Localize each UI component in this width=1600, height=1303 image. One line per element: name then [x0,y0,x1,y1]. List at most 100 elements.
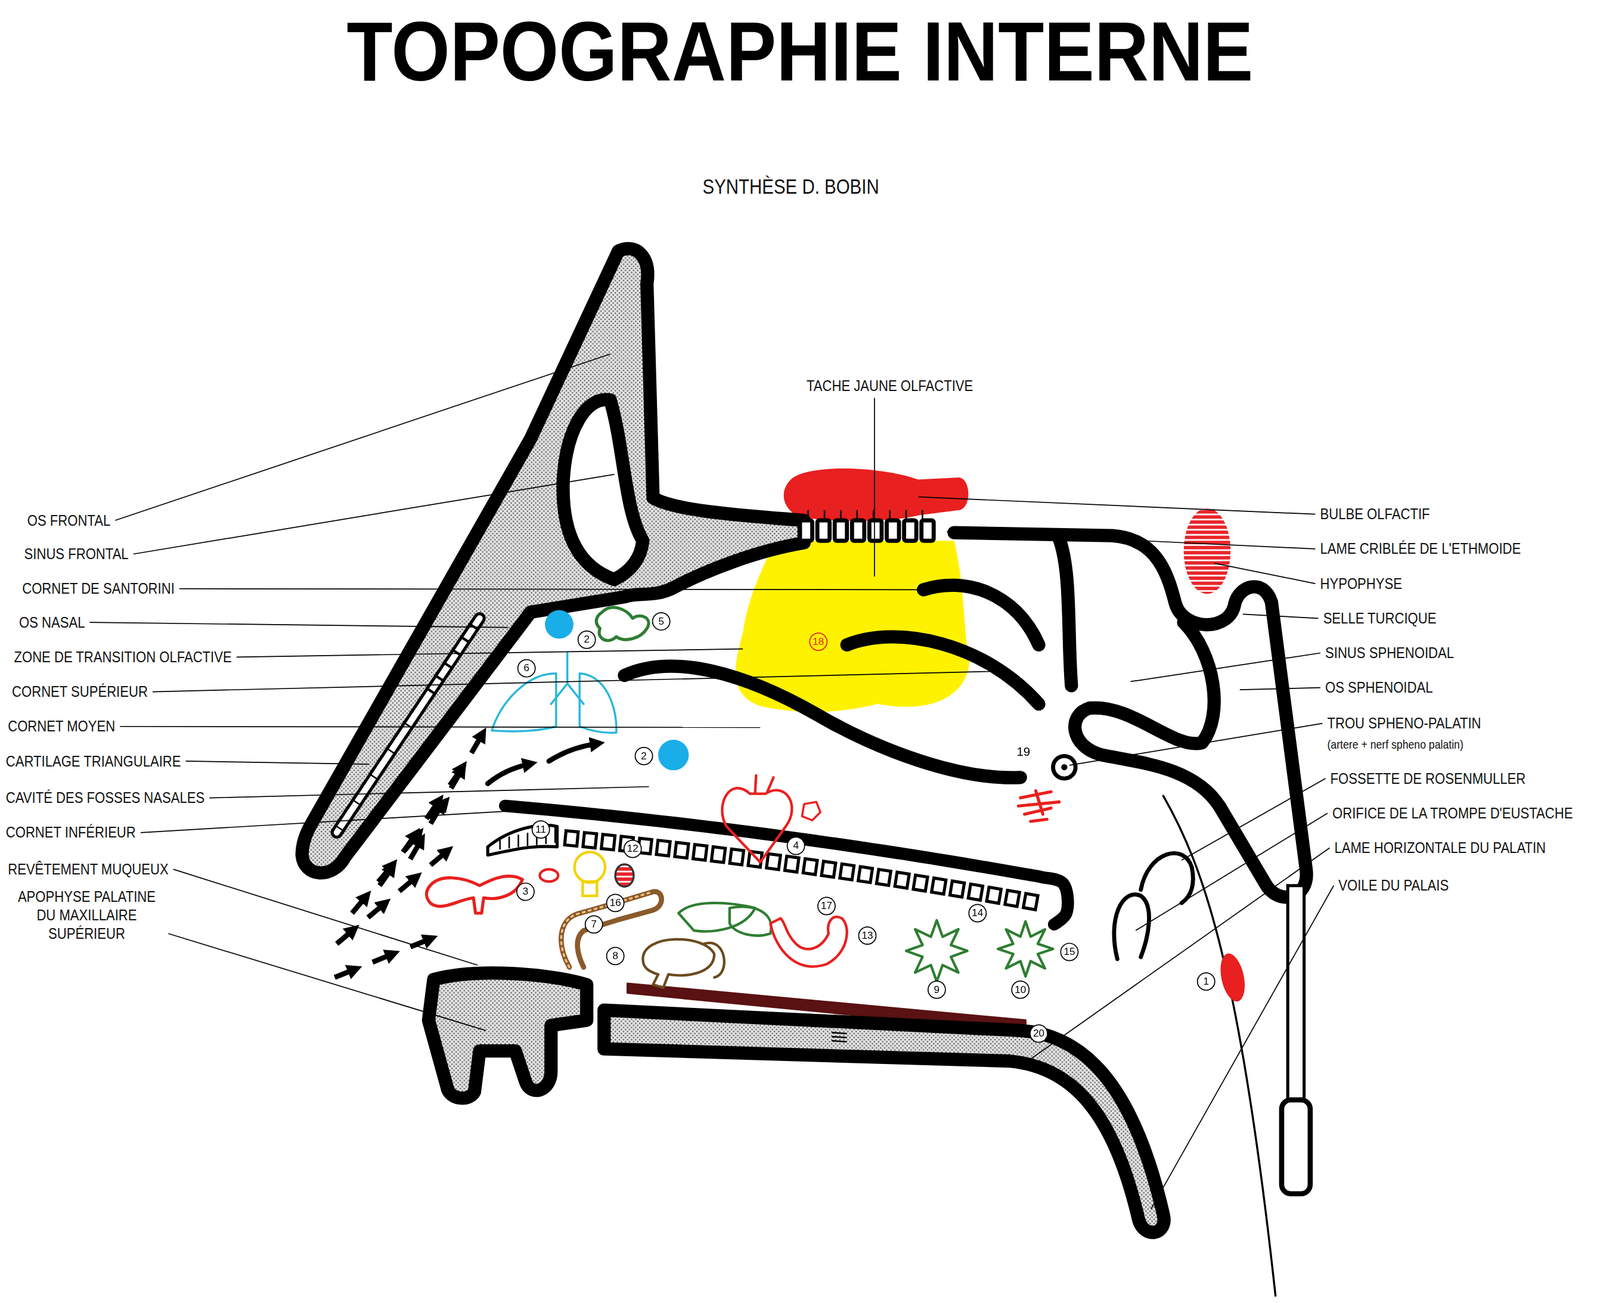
frontal-nasal-bone [302,248,805,873]
part-label: BULBE OLFACTIF [1318,504,1432,524]
pharynx-wall [1163,795,1276,1296]
callout-number: 17 [817,897,836,916]
callout-number: 2 [577,630,597,650]
green-star [997,921,1053,977]
callout-number: 8 [606,946,625,966]
leader-line [133,474,615,555]
leader-line [179,588,922,591]
part-label: REVÊTEMENT MUQUEUX [5,860,170,879]
callout-number: 2 [634,746,654,766]
rib-line [554,827,557,843]
callout-number: 7 [584,915,604,934]
bulb-lamp [574,851,606,883]
reflex-square [858,866,873,883]
hypophysis [1183,507,1231,594]
maxillary-palatine-process [428,972,587,1099]
reflex-square [656,840,671,857]
cribriform-cell [921,520,935,541]
part-label: CARTILAGE TRIANGULAIRE [4,752,184,771]
airflow-arrow [430,851,446,865]
part-label: TACHE JAUNE OLFACTIVE [804,376,975,396]
foramen-dot [1061,764,1068,771]
airflow-arrow [410,939,430,948]
reflex-square [802,859,818,876]
callout-number: 11 [531,820,551,839]
striped-organ [615,864,634,888]
part-label: FOSSETTE DE ROSENMULLER [1328,769,1528,789]
cribriform-cell [851,520,865,541]
colon [560,891,662,968]
cribriform-cell [817,520,830,541]
airflow-arrow [336,930,353,944]
part-label: CORNET MOYEN [5,717,117,736]
bulb-base [582,881,597,896]
airflow-arrow [410,841,421,860]
callout-number: 4 [786,836,806,856]
heart [721,775,792,862]
airflow-arrow [451,770,462,789]
callout-number: 13 [858,926,877,945]
leader-line [173,869,478,966]
green-star [906,920,968,982]
leader-line [1020,847,1330,1066]
airflow-arrow [367,904,384,918]
airflow-arrow [549,743,597,762]
sphenoid-anterior-wall [1059,538,1072,686]
leader-line [140,811,509,833]
cribriform-cell [886,520,899,541]
small-organ [801,801,821,821]
leader-line [152,671,995,692]
leader-line [209,786,649,799]
reflex-square [785,856,800,873]
rosenmuller-fossa [1140,853,1194,904]
subtitle: SYNTHÈSE D. BOBIN [701,174,882,200]
nasal-bone-hatch [425,687,436,695]
callout-number: 20 [1029,1024,1048,1044]
leader-line [1214,563,1316,584]
leader-line [1151,885,1334,1210]
reflex-square [986,887,1001,904]
airflow-arrow [471,735,482,754]
callout-number: 16 [606,893,625,913]
frontal-sinus [563,399,644,580]
airflow-arrow [399,878,415,892]
cartilage-segment [334,825,345,832]
part-label: CORNET SUPÉRIEUR [10,682,150,702]
rib-line [526,832,529,846]
illustration [302,248,1311,1296]
airflow-arrow [379,869,392,886]
nasal-bone-hatch [451,649,462,656]
leader-line [1069,723,1323,766]
nasal-bone-hatch [434,674,445,682]
part-label: CAVITÉ DES FOSSES NASALES [4,788,207,808]
part-label: OS SPHENOIDAL [1323,678,1435,697]
reflex-square [601,834,616,851]
blue-dot [544,610,574,640]
palatine-soft-palate [603,1010,1164,1233]
cartilage-stripe-inner [336,618,480,833]
callout-number: 9 [927,980,947,1000]
cartilage-segment [402,721,414,729]
leader-line [168,933,486,1031]
pharynx-block [1281,1099,1311,1194]
leader-line [115,354,610,521]
middle-turbinate [624,666,1021,778]
red-zone [1216,951,1249,1004]
airflow-arrow [352,897,366,914]
reflex-square [876,869,891,886]
spheno-palatine-foramen [1053,755,1077,779]
part-label: HYPOPHYSE [1318,574,1404,594]
ovary [540,869,559,882]
part-label: TROU SPHENO-PALATIN [1325,714,1484,733]
ganglion-marks [1018,791,1059,822]
leader-line [1239,687,1321,690]
airflow-arrow [372,954,392,963]
leader-line [1181,778,1326,861]
olfactory-bulb [783,468,969,522]
eustachian-orifice [1114,894,1150,960]
callout-number: 10 [1011,980,1030,1000]
callout-number: 1 [1197,972,1216,991]
callout-number: 15 [1059,943,1079,962]
part-label: SINUS FRONTAL [22,544,131,564]
cribriform-cell [869,520,882,541]
